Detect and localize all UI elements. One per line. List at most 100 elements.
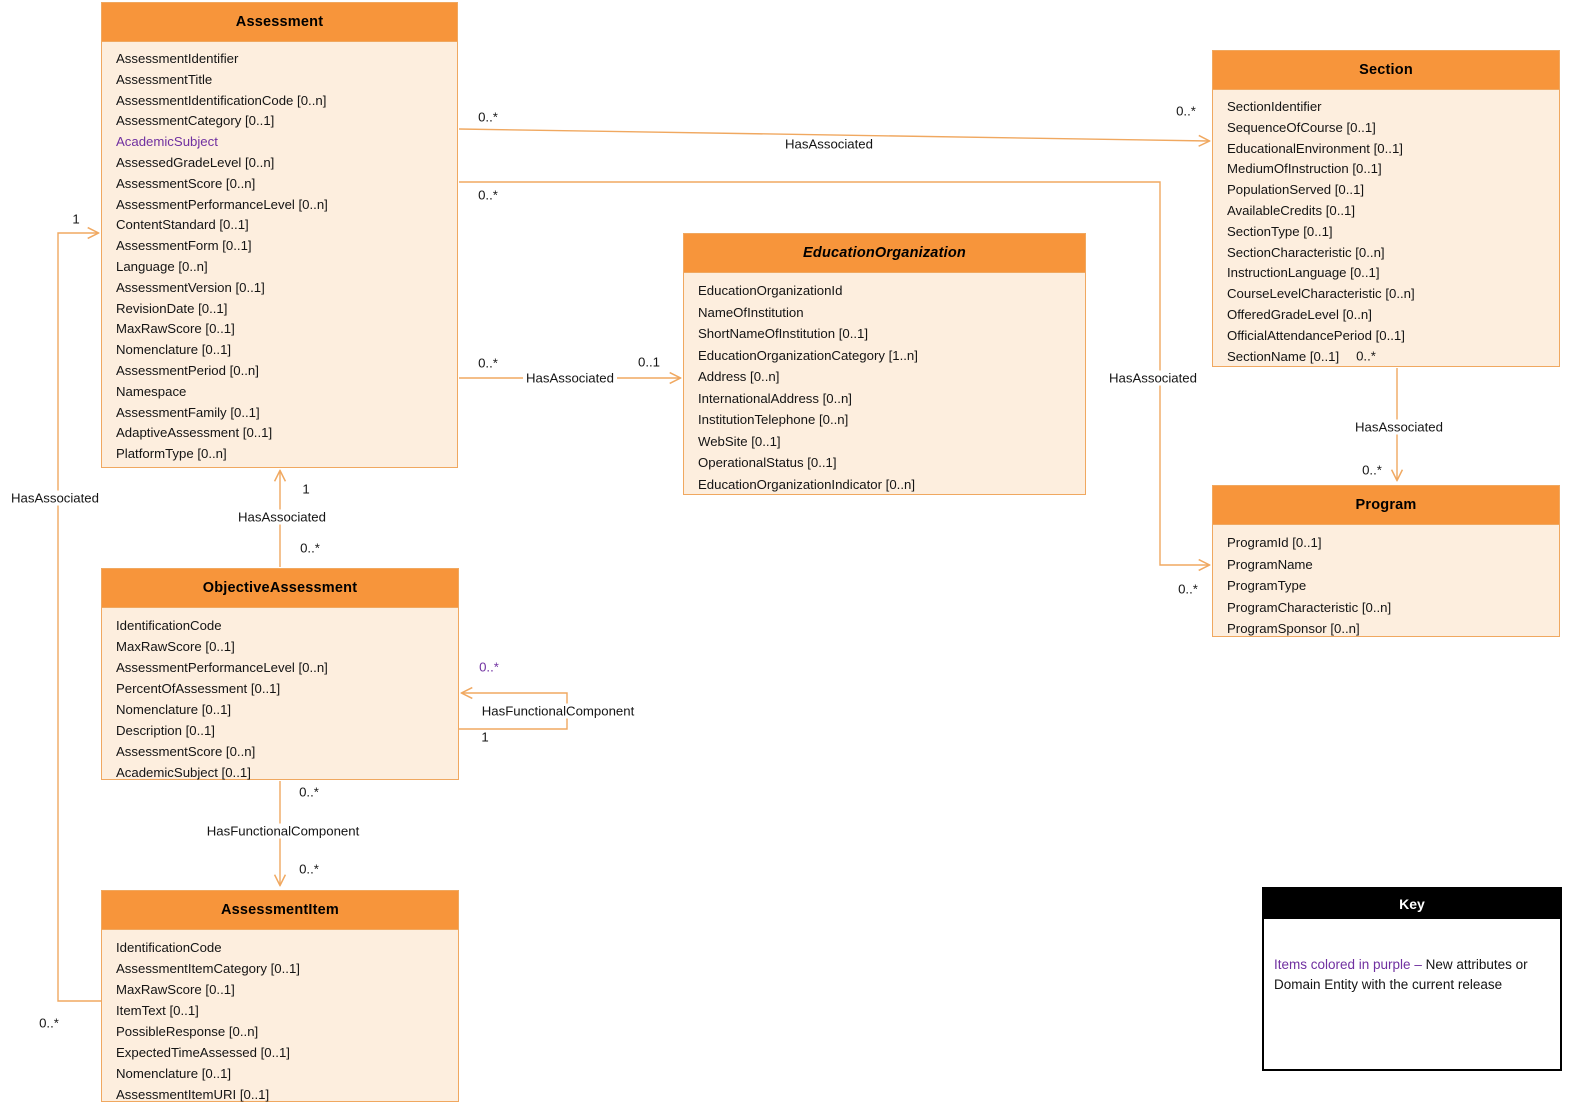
assessment-program-from-mult: 0..* <box>478 187 498 203</box>
attribute: AssessmentIdentifier <box>116 51 239 66</box>
attribute: MaxRawScore [0..1] <box>116 321 235 337</box>
attribute: ProgramName <box>1227 556 1313 572</box>
section-program-from-mult: 0..* <box>1356 348 1376 364</box>
objectiveassessment-assessmentitem-label: HasFunctionalComponent <box>203 823 363 839</box>
attribute: AssessmentItemURI [0..1] <box>116 1087 270 1102</box>
attribute: SectionType [0..1] <box>1227 223 1333 239</box>
attribute: MaxRawScore [0..1] <box>116 982 235 997</box>
attribute: OfficialAttendancePeriod [0..1] <box>1227 327 1405 343</box>
objectiveassessment-self-label: HasFunctionalComponent <box>478 703 638 719</box>
attribute: AssessedGradeLevel [0..n] <box>116 154 275 170</box>
attribute: ProgramId [0..1] <box>1227 535 1322 550</box>
attribute: AssessmentVersion [0..1] <box>116 279 265 295</box>
assessment-section-to-mult: 0..* <box>1176 103 1196 119</box>
attribute: Nomenclature [0..1] <box>116 702 232 717</box>
attribute: EducationOrganizationIndicator [0..n] <box>698 476 915 492</box>
objectiveassessment-assessment-label: HasAssociated <box>235 509 329 525</box>
attribute: OfferedGradeLevel [0..n] <box>1227 306 1372 322</box>
entity-objective-assessment-title: ObjectiveAssessment <box>102 569 458 608</box>
attribute: NameOfInstitution <box>698 304 804 320</box>
assessmentitem-assessment-from-mult: 0..* <box>39 1015 59 1031</box>
attribute: SequenceOfCourse [0..1] <box>1227 119 1376 135</box>
attribute: ProgramSponsor [0..n] <box>1227 621 1360 636</box>
attribute: AssessmentForm [0..1] <box>116 238 252 254</box>
assessment-edorg-label: HasAssociated <box>523 370 617 386</box>
key-title: Key <box>1264 889 1560 919</box>
section-program-label: HasAssociated <box>1352 419 1446 435</box>
key-rest-text: New attributes or Domain Entity with the… <box>1274 957 1528 992</box>
entity-education-organization: EducationOrganization EducationOrganizat… <box>683 233 1086 495</box>
attribute: AssessmentScore [0..n] <box>116 744 256 759</box>
attribute: EducationalEnvironment [0..1] <box>1227 140 1403 156</box>
attribute: EducationOrganizationCategory [1..n] <box>698 347 918 363</box>
attribute: AssessmentItemCategory [0..1] <box>116 961 300 976</box>
objectiveassessment-self-from-mult: 1 <box>481 729 489 745</box>
attribute: SectionIdentifier <box>1227 99 1322 114</box>
assessmentitem-assessment-to-mult: 1 <box>72 211 80 227</box>
attribute: InstitutionTelephone [0..n] <box>698 412 849 427</box>
attribute: ShortNameOfInstitution [0..1] <box>698 326 869 341</box>
attribute: PossibleResponse [0..n] <box>116 1024 259 1039</box>
attribute: SectionName [0..1] <box>1227 348 1340 364</box>
objectiveassessment-assessment-from-mult: 0..* <box>300 540 320 556</box>
attribute: MaxRawScore [0..1] <box>116 639 235 654</box>
assessment-section-label: HasAssociated <box>782 136 876 152</box>
assessment-edorg-to-mult: 0..1 <box>638 354 660 370</box>
assessment-section-from-mult: 0..* <box>478 109 498 125</box>
objectiveassessment-assessmentitem-from-mult: 0..* <box>299 784 319 800</box>
attribute: MediumOfInstruction [0..1] <box>1227 161 1382 177</box>
section-program-to-mult: 0..* <box>1362 462 1382 478</box>
attribute: AssessmentIdentificationCode [0..n] <box>116 92 327 108</box>
assessmentitem-assessment-label: HasAssociated <box>8 490 102 506</box>
objectiveassessment-assessment-to-mult: 1 <box>302 481 310 497</box>
attribute: ContentStandard [0..1] <box>116 217 249 233</box>
attribute: PopulationServed [0..1] <box>1227 182 1365 198</box>
attribute: AssessmentCategory [0..1] <box>116 113 275 129</box>
entity-education-organization-title: EducationOrganization <box>684 234 1085 273</box>
line-assessmentitem-assessment <box>57 233 101 1002</box>
attribute: RevisionDate [0..1] <box>116 300 228 316</box>
attribute: InstructionLanguage [0..1] <box>1227 265 1380 281</box>
assessment-program-to-mult: 0..* <box>1178 581 1198 597</box>
attribute: AvailableCredits [0..1] <box>1227 202 1356 218</box>
objectiveassessment-assessmentitem-to-mult: 0..* <box>299 861 319 877</box>
objectiveassessment-self-to-mult: 0..* <box>479 659 499 675</box>
attribute: ExpectedTimeAssessed [0..1] <box>116 1045 290 1060</box>
entity-assessment-title: Assessment <box>102 3 457 42</box>
attribute: ProgramCharacteristic [0..n] <box>1227 599 1392 615</box>
attribute: ProgramType <box>1227 578 1307 593</box>
entity-assessment-item-title: AssessmentItem <box>102 891 458 930</box>
attribute: PlatformType [0..n] <box>116 446 227 462</box>
key-purple-text: Items colored in purple – <box>1274 957 1426 972</box>
assessment-edorg-from-mult: 0..* <box>478 355 498 371</box>
attribute: AcademicSubject <box>116 134 218 150</box>
attribute: PercentOfAssessment [0..1] <box>116 681 281 696</box>
attribute: SectionCharacteristic [0..n] <box>1227 244 1385 260</box>
attribute: EducationOrganizationId <box>698 283 843 298</box>
attribute: IdentificationCode <box>116 940 222 955</box>
key-text: Items colored in purple – New attributes… <box>1264 919 1560 994</box>
attribute: AdaptiveAssessment [0..1] <box>116 425 273 441</box>
attribute: WebSite [0..1] <box>698 433 781 449</box>
attribute: AssessmentTitle <box>116 71 213 87</box>
attribute: ItemText [0..1] <box>116 1003 199 1018</box>
attribute: Nomenclature [0..1] <box>116 342 232 358</box>
attribute: CourseLevelCharacteristic [0..n] <box>1227 286 1415 302</box>
attribute: Namespace <box>116 383 187 399</box>
assessment-program-label: HasAssociated <box>1106 370 1200 386</box>
attribute: IdentificationCode <box>116 618 222 633</box>
attribute: Description [0..1] <box>116 723 215 738</box>
attribute: InternationalAddress [0..n] <box>698 390 852 406</box>
attribute: Address [0..n] <box>698 369 780 384</box>
attribute: Language [0..n] <box>116 258 208 274</box>
attribute: AssessmentPeriod [0..n] <box>116 362 259 378</box>
